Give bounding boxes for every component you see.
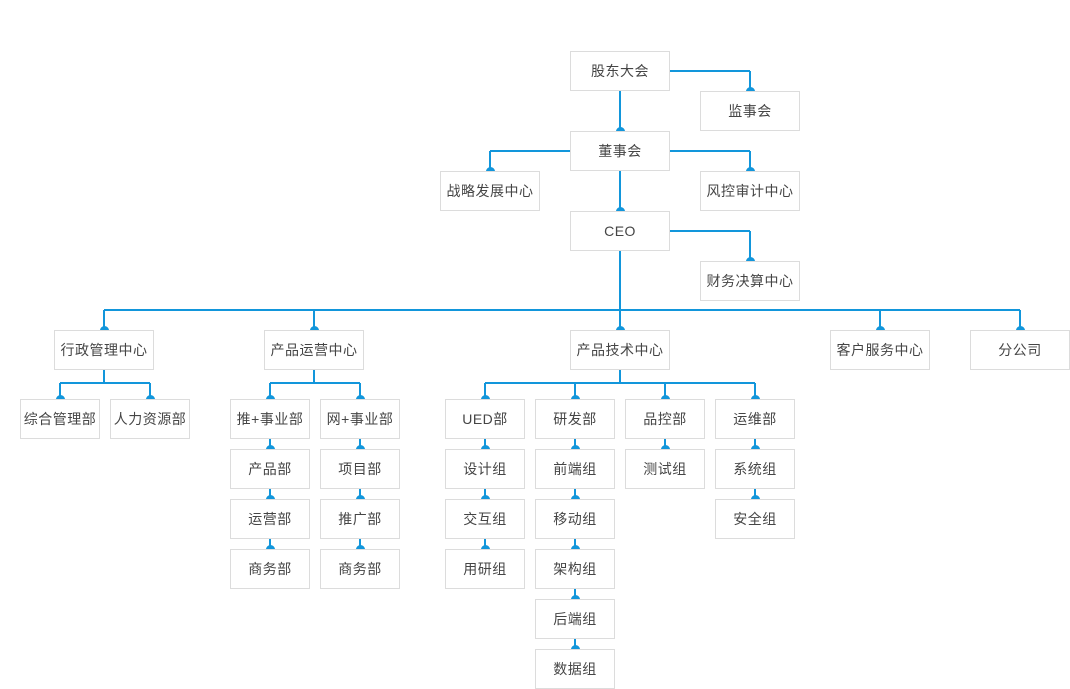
org-node-a2[interactable]: 人力资源部 <box>110 399 190 439</box>
org-node-label: 产品技术中心 <box>576 341 664 358</box>
org-node-b4[interactable]: 商务部 <box>230 549 310 589</box>
org-node-label: 商务部 <box>248 560 292 577</box>
org-node-label: 运营部 <box>248 510 292 527</box>
org-node-label: 设计组 <box>463 460 507 477</box>
org-node-label: 综合管理部 <box>23 410 97 427</box>
org-node-label: 财务决算中心 <box>706 272 794 289</box>
org-node-label: 产品部 <box>248 460 292 477</box>
org-node-label: 董事会 <box>598 142 642 159</box>
org-node-b7[interactable]: 推广部 <box>320 499 400 539</box>
org-node-e3[interactable]: 移动组 <box>535 499 615 539</box>
org-node-label: 推+事业部 <box>236 410 304 427</box>
org-node-label: UED部 <box>462 410 508 427</box>
org-node-label: 人力资源部 <box>113 410 187 427</box>
org-node-b6[interactable]: 项目部 <box>320 449 400 489</box>
org-node-b5[interactable]: 网+事业部 <box>320 399 400 439</box>
org-node-label: 运维部 <box>733 410 777 427</box>
org-node-b3[interactable]: 运营部 <box>230 499 310 539</box>
org-node-d4[interactable]: 用研组 <box>445 549 525 589</box>
org-node-label: 股东大会 <box>591 62 649 79</box>
org-node-n7[interactable]: 财务决算中心 <box>700 261 800 301</box>
org-node-label: 战略发展中心 <box>446 182 534 199</box>
org-node-label: 客户服务中心 <box>836 341 924 358</box>
org-node-g1[interactable]: 运维部 <box>715 399 795 439</box>
org-node-label: 行政管理中心 <box>60 341 148 358</box>
org-node-d1[interactable]: UED部 <box>445 399 525 439</box>
org-node-n6[interactable]: CEO <box>570 211 670 251</box>
org-node-label: 移动组 <box>553 510 597 527</box>
org-node-label: 数据组 <box>553 660 597 677</box>
org-node-label: CEO <box>604 222 636 239</box>
org-node-c2[interactable]: 产品运营中心 <box>264 330 364 370</box>
org-node-e6[interactable]: 数据组 <box>535 649 615 689</box>
org-node-e4[interactable]: 架构组 <box>535 549 615 589</box>
org-node-c4[interactable]: 客户服务中心 <box>830 330 930 370</box>
org-node-d3[interactable]: 交互组 <box>445 499 525 539</box>
org-node-e1[interactable]: 研发部 <box>535 399 615 439</box>
org-node-label: 安全组 <box>733 510 777 527</box>
org-node-a1[interactable]: 综合管理部 <box>20 399 100 439</box>
org-node-label: 项目部 <box>338 460 382 477</box>
org-node-label: 网+事业部 <box>326 410 394 427</box>
org-node-label: 后端组 <box>553 610 597 627</box>
org-node-label: 研发部 <box>553 410 597 427</box>
org-node-n5[interactable]: 风控审计中心 <box>700 171 800 211</box>
org-node-g2[interactable]: 系统组 <box>715 449 795 489</box>
org-node-b2[interactable]: 产品部 <box>230 449 310 489</box>
org-node-b1[interactable]: 推+事业部 <box>230 399 310 439</box>
org-node-g3[interactable]: 安全组 <box>715 499 795 539</box>
org-node-f1[interactable]: 品控部 <box>625 399 705 439</box>
org-node-c1[interactable]: 行政管理中心 <box>54 330 154 370</box>
org-node-label: 风控审计中心 <box>706 182 794 199</box>
org-node-label: 架构组 <box>553 560 597 577</box>
org-node-f2[interactable]: 测试组 <box>625 449 705 489</box>
org-node-e2[interactable]: 前端组 <box>535 449 615 489</box>
org-node-label: 分公司 <box>998 341 1042 358</box>
org-node-n1[interactable]: 股东大会 <box>570 51 670 91</box>
org-node-n2[interactable]: 监事会 <box>700 91 800 131</box>
org-node-label: 用研组 <box>463 560 507 577</box>
org-node-label: 监事会 <box>728 102 772 119</box>
org-node-label: 系统组 <box>733 460 777 477</box>
org-node-c5[interactable]: 分公司 <box>970 330 1070 370</box>
org-node-label: 交互组 <box>463 510 507 527</box>
org-node-label: 商务部 <box>338 560 382 577</box>
org-node-b8[interactable]: 商务部 <box>320 549 400 589</box>
org-node-label: 推广部 <box>338 510 382 527</box>
org-node-label: 产品运营中心 <box>270 341 358 358</box>
org-node-label: 品控部 <box>643 410 687 427</box>
org-node-label: 前端组 <box>553 460 597 477</box>
org-node-d2[interactable]: 设计组 <box>445 449 525 489</box>
org-node-n4[interactable]: 战略发展中心 <box>440 171 540 211</box>
org-node-n3[interactable]: 董事会 <box>570 131 670 171</box>
org-node-c3[interactable]: 产品技术中心 <box>570 330 670 370</box>
org-node-label: 测试组 <box>643 460 687 477</box>
org-node-e5[interactable]: 后端组 <box>535 599 615 639</box>
